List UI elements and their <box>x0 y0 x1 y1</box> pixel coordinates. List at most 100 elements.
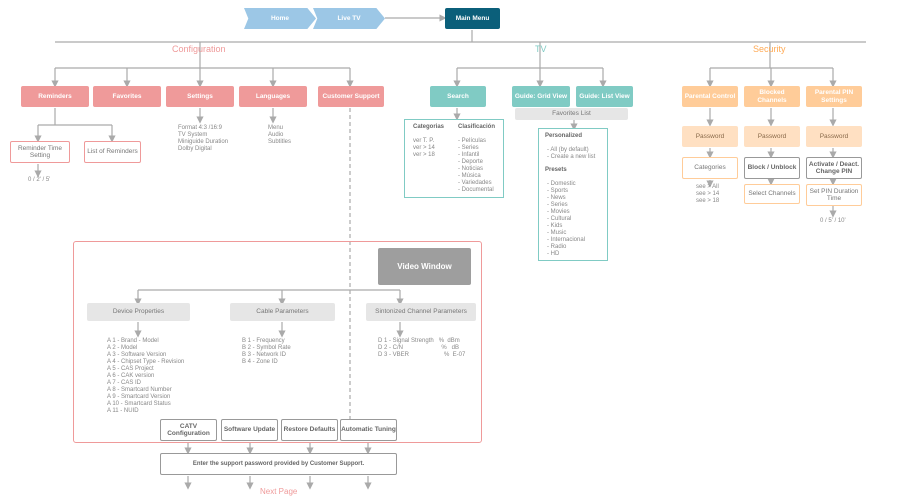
security-category-item: see > 18 <box>696 198 720 204</box>
device-property-item: A 1 - Brand - Model <box>107 338 159 344</box>
reminder-time-setting-node: Reminder Time Setting <box>10 141 70 163</box>
password-node-3: Password <box>806 126 862 147</box>
main-menu-node: Main Menu <box>445 8 500 29</box>
channel-parameter-item: D 3 - VBER % E-07 <box>378 352 466 358</box>
languages-node: Languages <box>239 86 307 107</box>
presets-item: - Movies <box>547 209 570 215</box>
cable-parameters-node: Cable Parameters <box>230 303 335 321</box>
languages-item: Subtitles <box>268 139 292 145</box>
personalized-items-list: - All (by default)- Create a new list <box>547 147 595 161</box>
clasificacion-item: - Series <box>458 145 479 151</box>
categorias-item: ver T. P. <box>413 138 435 144</box>
guide-list-view-node: Guide: List View <box>576 86 633 107</box>
guide-grid-view-node: Guide: Grid View <box>512 86 570 107</box>
search-node: Search <box>430 86 486 107</box>
sintonized-channel-node: Sintonized Channel Parameters <box>366 303 476 321</box>
settings-item: TV System <box>178 132 208 138</box>
list-of-reminders-node: List of Reminders <box>84 141 141 163</box>
settings-item: Miniguide Duration <box>178 139 229 145</box>
device-property-item: A 4 - Chipset Type - Revision <box>107 359 185 365</box>
password-node-2: Password <box>744 126 800 147</box>
device-property-item: A 2 - Model <box>107 345 138 351</box>
categories-node: Categories <box>682 157 738 179</box>
clasificacion-title: Clasificación <box>458 124 496 130</box>
section-security: Security <box>753 44 786 54</box>
favorites-list-panel: Personalized - All (by default)- Create … <box>538 128 608 261</box>
search-panel: Categorias Clasificación ver T. P.ver > … <box>404 119 504 198</box>
clasificacion-item: - Variedades <box>458 180 492 186</box>
device-property-item: A 10 - Smartcard Status <box>107 401 171 407</box>
settings-node: Settings <box>166 86 234 107</box>
channel-parameter-item: D 2 - C/N % dB <box>378 345 460 351</box>
password-node-1: Password <box>682 126 738 147</box>
presets-item: - News <box>547 195 566 201</box>
device-property-item: A 6 - CAK version <box>107 373 155 379</box>
restore-defaults-node: Restore Defaults <box>281 419 338 441</box>
clasificacion-item: - Infantil <box>458 152 480 158</box>
device-property-item: A 9 - Smartcard Version <box>107 394 171 400</box>
clasificacion-item: - Películas <box>458 138 487 144</box>
cable-parameter-item: B 3 - Network ID <box>242 352 287 358</box>
settings-item: Format 4:3 /16:9 <box>178 125 223 131</box>
device-property-item: A 11 - NUID <box>107 408 139 414</box>
reminders-node: Reminders <box>21 86 89 107</box>
next-page-label: Next Page <box>260 487 298 496</box>
activate-change-pin-node: Activate / Deact. Change PIN <box>806 157 862 179</box>
presets-item: - Internacional <box>547 237 586 243</box>
clasificacion-item: - Noticias <box>458 166 484 172</box>
categorias-item: ver > 14 <box>413 145 435 151</box>
presets-item: - Series <box>547 202 568 208</box>
presets-item: - HD <box>547 251 560 257</box>
personalized-item: - All (by default) <box>547 147 589 153</box>
device-property-item: A 5 - CAS Project <box>107 366 154 372</box>
security-category-item: see > 14 <box>696 191 720 197</box>
support-password-prompt: Enter the support password provided by C… <box>160 453 397 475</box>
block-unblock-node: Block / Unblock <box>744 157 800 179</box>
cable-parameter-item: B 1 - Frequency <box>242 338 285 344</box>
automatic-tuning-node: Automatic Tuning <box>340 419 397 441</box>
presets-item: - Kids <box>547 223 563 229</box>
set-pin-duration-node: Set PIN Duration Time <box>806 184 862 206</box>
favorites-node: Favorites <box>93 86 161 107</box>
blocked-channels-node: Blocked Channels <box>744 86 800 107</box>
section-tv: TV <box>535 44 547 54</box>
settings-item: Dolby Digital <box>178 146 212 152</box>
catv-configuration-node: CATV Configuration <box>160 419 217 441</box>
presets-item: - Domestic <box>547 181 576 187</box>
pin-duration-values: 0 / 5' / 10' <box>820 218 846 224</box>
device-property-item: A 8 - Smartcard Number <box>107 387 172 393</box>
personalized-item: - Create a new list <box>547 154 596 160</box>
clasificacion-item: - Deporte <box>458 159 484 165</box>
customer-support-node: Customer Support <box>318 86 384 107</box>
home-node: Home <box>244 8 316 29</box>
select-channels-node: Select Channels <box>744 184 800 204</box>
customer-support-panel <box>73 241 482 443</box>
presets-item: - Radio <box>547 244 567 250</box>
parental-pin-settings-node: Parental PIN Settings <box>806 86 862 107</box>
clasificacion-item: - Documental <box>458 187 494 193</box>
section-configuration: Configuration <box>172 44 226 54</box>
device-properties-node: Device Properties <box>87 303 190 321</box>
cable-parameter-item: B 4 - Zone ID <box>242 359 278 365</box>
languages-item: Audio <box>268 132 284 138</box>
security-category-item: see > All <box>696 184 719 190</box>
channel-parameter-item: D 1 - Signal Strength % dBm <box>378 338 460 344</box>
categorias-item: ver > 18 <box>413 152 435 158</box>
software-update-node: Software Update <box>221 419 278 441</box>
reminder-values: 0 / 2' / 5' <box>28 177 51 183</box>
categorias-title: Categorias <box>413 124 445 130</box>
languages-item: Menu <box>268 125 284 131</box>
favorites-list-node: Favorites List <box>515 108 628 120</box>
device-property-item: A 3 - Software Version <box>107 352 167 358</box>
presets-item: - Music <box>547 230 567 236</box>
presets-item: - Cultural <box>547 216 572 222</box>
clasificacion-item: - Música <box>458 173 481 179</box>
presets-item: - Sports <box>547 188 569 194</box>
